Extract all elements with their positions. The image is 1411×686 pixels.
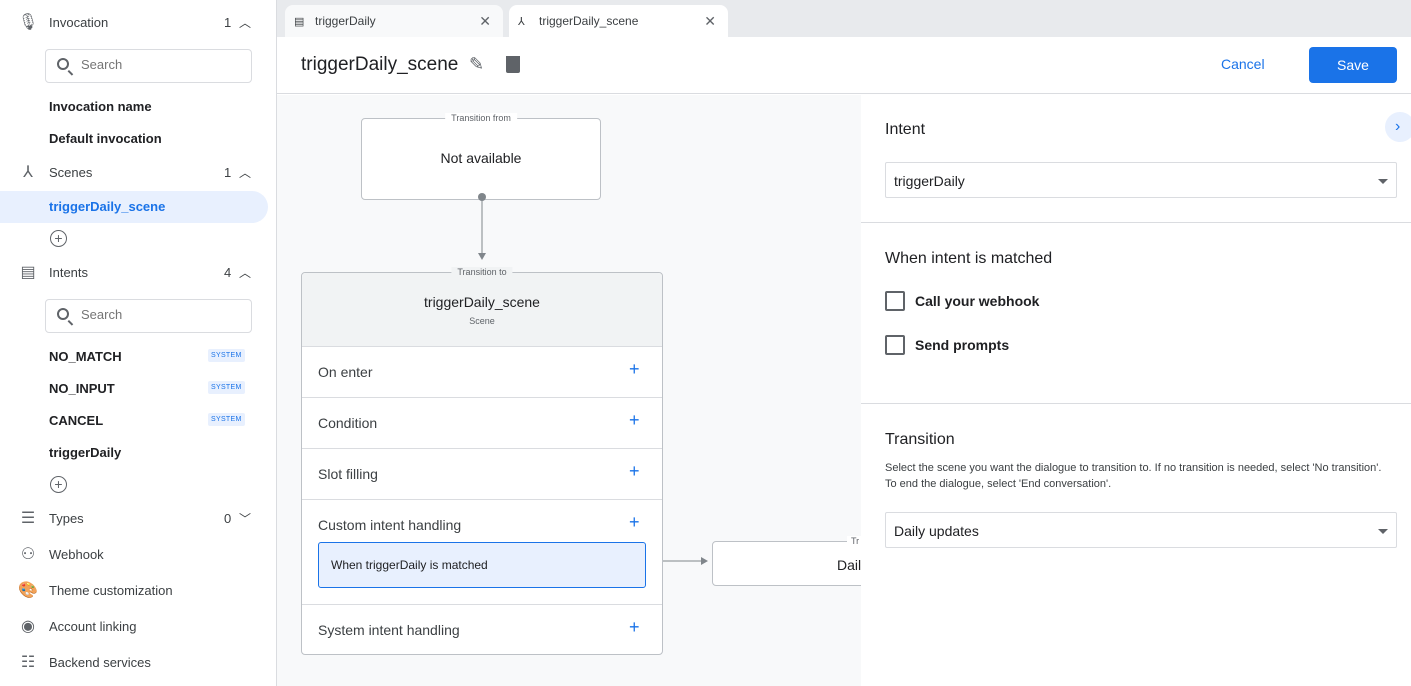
sidebar-item-backend-services[interactable]: ☷ Backend services <box>0 645 277 679</box>
add-icon[interactable]: + <box>629 512 640 532</box>
chevron-up-icon[interactable]: ︿ <box>239 265 252 280</box>
sidebar-item-intent[interactable]: triggerDaily <box>49 445 122 460</box>
search-icon <box>57 58 69 70</box>
add-icon[interactable]: + <box>629 461 640 481</box>
search-icon <box>57 308 69 320</box>
add-icon[interactable]: + <box>629 617 640 637</box>
system-badge: SYSTEM <box>208 349 245 362</box>
invocation-search-input[interactable] <box>81 57 241 72</box>
slot-filling-row[interactable]: Slot filling+ <box>302 448 662 499</box>
types-list-icon: ☰ <box>20 510 36 527</box>
sidebar-section-intents[interactable]: ▤ Intents 4 ︿ <box>0 255 277 289</box>
target-scene-card[interactable]: Tr Dail <box>712 536 861 586</box>
cancel-button[interactable]: Cancel <box>1221 56 1265 72</box>
sidebar-item-triggerdaily-scene[interactable]: triggerDaily_scene <box>0 191 268 223</box>
send-prompts-checkbox[interactable] <box>885 335 905 355</box>
palette-icon: 🎨 <box>18 582 38 599</box>
tab-bar: ▤ triggerDaily ✕ ⅄ triggerDaily_scene ✕ <box>277 0 1411 37</box>
call-webhook-checkbox[interactable] <box>885 291 905 311</box>
sidebar-item-theme[interactable]: 🎨 Theme customization <box>18 582 173 599</box>
transition-select[interactable]: Daily updates <box>885 512 1397 548</box>
add-icon[interactable]: + <box>629 410 640 430</box>
transition-from-card: Transition from Not available <box>361 113 601 200</box>
edit-icon[interactable]: ✎ <box>469 54 485 74</box>
account-circle-icon: ◉ <box>21 618 35 635</box>
sidebar-item-invocation-name[interactable]: Invocation name <box>49 99 152 114</box>
webhook-icon: ⚇ <box>20 546 36 563</box>
sidebar-section-types[interactable]: ☰ Types 0 ﹀ <box>0 501 277 535</box>
sidebar-section-invocation[interactable]: 🎙 Invocation 1 ︿ <box>17 14 252 31</box>
delete-icon[interactable] <box>506 56 520 73</box>
intent-list-icon: ▤ <box>20 264 36 281</box>
scene-icon: ⅄ <box>518 15 525 28</box>
on-enter-row[interactable]: On enter+ <box>302 346 662 397</box>
intent-handler-triggerdaily[interactable]: When triggerDaily is matched <box>318 542 646 588</box>
tab-triggerdaily-scene[interactable]: ⅄ triggerDaily_scene ✕ <box>509 5 728 37</box>
sidebar-item-intent[interactable]: NO_INPUT <box>49 381 115 396</box>
intents-search-input[interactable] <box>81 307 241 322</box>
scene-merge-icon: ⅄ <box>23 164 33 181</box>
chevron-up-icon[interactable]: ︿ <box>239 165 252 180</box>
header: triggerDaily_scene ✎ Cancel Save <box>277 37 1411 94</box>
scene-title: triggerDaily_scene <box>424 294 540 310</box>
tab-triggerdaily[interactable]: ▤ triggerDaily ✕ <box>285 5 503 37</box>
sidebar-item-webhook[interactable]: ⚇ Webhook <box>0 537 277 571</box>
intent-icon: ▤ <box>294 15 305 28</box>
add-scene-icon[interactable]: + <box>50 230 67 247</box>
condition-row[interactable]: Condition+ <box>302 397 662 448</box>
sidebar-item-intent[interactable]: NO_MATCH <box>49 349 122 364</box>
chevron-up-icon[interactable]: ︿ <box>239 15 252 30</box>
page-title: triggerDaily_scene <box>301 54 459 75</box>
custom-intent-handling-row[interactable]: Custom intent handling+ When triggerDail… <box>302 499 662 604</box>
sidebar-section-scenes[interactable]: ⅄ Scenes 1 ︿ <box>0 155 277 189</box>
intents-search[interactable] <box>45 299 252 333</box>
add-icon[interactable]: + <box>629 359 640 379</box>
sidebar-item-account-linking[interactable]: ◉ Account linking <box>0 609 277 643</box>
invocation-search[interactable] <box>45 49 252 83</box>
dropdown-arrow-icon <box>1378 179 1388 184</box>
intent-select[interactable]: triggerDaily <box>885 162 1397 198</box>
chevron-down-icon[interactable]: ﹀ <box>239 511 252 526</box>
scene-card: Transition to triggerDaily_scene Scene O… <box>301 267 663 655</box>
system-badge: SYSTEM <box>208 413 245 426</box>
backend-settings-icon: ☷ <box>20 654 36 671</box>
save-button[interactable]: Save <box>1309 47 1397 83</box>
system-intent-handling-row[interactable]: System intent handling+ <box>302 604 662 655</box>
close-icon[interactable]: ✕ <box>704 12 716 29</box>
sidebar-item-intent[interactable]: CANCEL <box>49 413 104 428</box>
collapse-panel-chevron-icon[interactable]: › <box>1385 112 1411 142</box>
sidebar: 🎙 Invocation 1 ︿ Invocation name Default… <box>0 0 277 686</box>
scene-canvas[interactable]: Transition from Not available Transition… <box>277 95 861 686</box>
microphone-icon: 🎙 <box>17 14 39 31</box>
dropdown-arrow-icon <box>1378 529 1388 534</box>
sidebar-item-default-invocation[interactable]: Default invocation <box>49 131 162 146</box>
add-intent-icon[interactable]: + <box>50 476 67 493</box>
close-icon[interactable]: ✕ <box>479 12 491 29</box>
intent-panel: › Intent triggerDaily When intent is mat… <box>861 95 1411 686</box>
system-badge: SYSTEM <box>208 381 245 394</box>
